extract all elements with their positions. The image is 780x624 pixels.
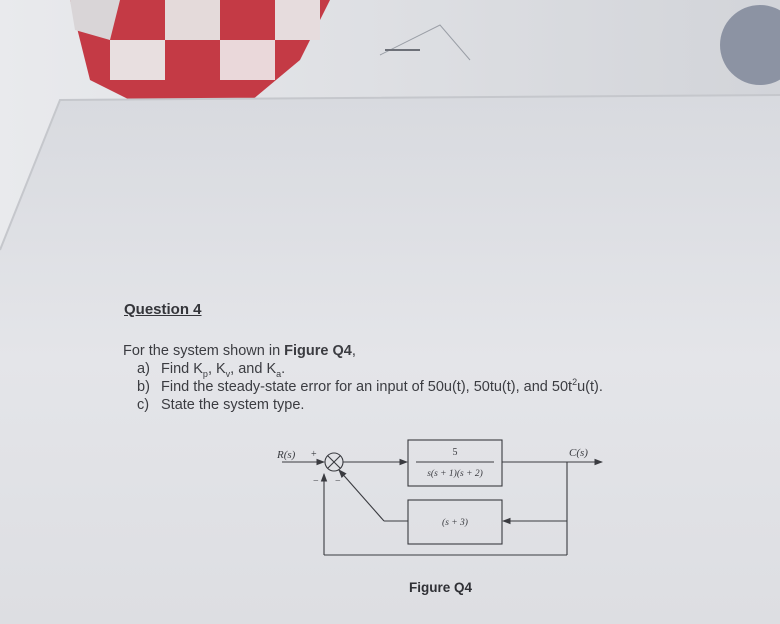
kv-subscript: v <box>225 368 231 379</box>
kp-subscript: p <box>202 368 208 379</box>
intro-prefix: For the system shown in <box>123 343 285 359</box>
checkered-cloth <box>70 0 330 110</box>
question-item-a: a) Find Kp, Kv, and Ka. <box>137 361 286 379</box>
question-intro: For the system shown in Figure Q4, <box>123 343 356 359</box>
item-b-end: u(t). <box>577 379 603 395</box>
item-label: b) <box>137 379 150 395</box>
squared-superscript: 2 <box>572 377 578 388</box>
item-label: a) <box>137 361 150 377</box>
figure-caption: Figure Q4 <box>409 580 473 595</box>
ka-subscript: a <box>276 368 282 379</box>
item-c-text: State the system type. <box>161 397 305 413</box>
item-a-end: . <box>281 361 286 377</box>
question-item-b: b) Find the steady-state error for an inp… <box>137 377 603 395</box>
item-a-text-3: , and K <box>230 361 277 377</box>
question-item-c: c) State the system type. <box>137 397 304 413</box>
intro-suffix: , <box>351 343 356 359</box>
item-label: c) <box>137 397 150 413</box>
question-heading: Question 4 <box>124 301 202 318</box>
intro-figure-ref: Figure Q4 <box>284 343 352 359</box>
item-b-text: Find the steady-state error for an input… <box>161 379 573 395</box>
item-a-text-2: , K <box>207 361 226 377</box>
item-a-text: Find K <box>161 361 203 377</box>
